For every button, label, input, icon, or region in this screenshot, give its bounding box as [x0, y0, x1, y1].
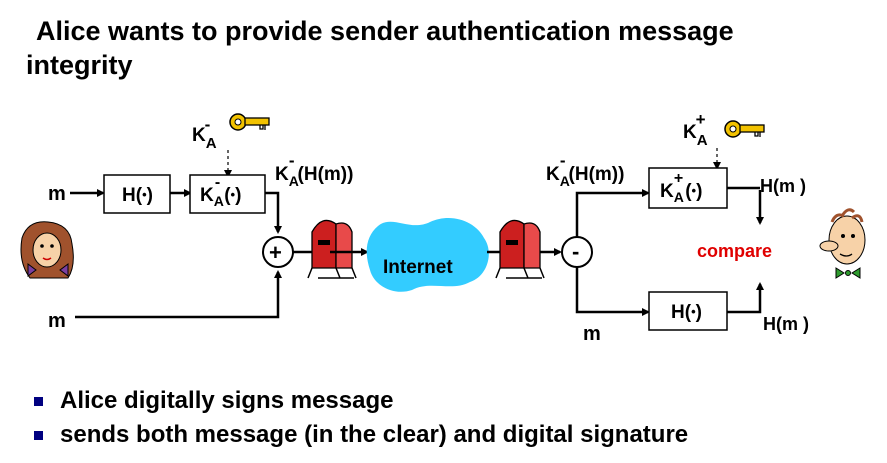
- bullet-item: Alice digitally signs message: [34, 386, 688, 420]
- slide-title: Alice wants to provide sender authentica…: [26, 14, 734, 82]
- hash-output-top: H(m ): [760, 176, 806, 196]
- bullet-text: Alice digitally signs message: [60, 387, 394, 414]
- message-m-bob: m: [583, 323, 601, 345]
- mailbox-receive-icon: [495, 219, 545, 279]
- alice-icon: [20, 221, 74, 279]
- public-key-icon: [724, 120, 765, 138]
- bullet-square-icon: [34, 397, 43, 406]
- bottom-to-compare-arrow: [727, 282, 764, 314]
- bob-icon: [819, 208, 866, 279]
- internet-cloud: [366, 217, 489, 292]
- minus-to-hash-arrow: [575, 267, 650, 316]
- compare-label: compare: [697, 241, 772, 261]
- verify-box-label: KA+(•): [660, 170, 702, 205]
- signed-hash-label-bob: KA-(H(m)): [546, 151, 624, 189]
- message-m-top: m: [48, 183, 66, 205]
- signature-to-plus-arrow: [265, 191, 282, 234]
- key-icon: [229, 113, 270, 131]
- bullet-text: sends both message (in the clear) and di…: [60, 421, 689, 448]
- hash-output-bottom: H(m ): [763, 314, 809, 334]
- sign-box: [189, 174, 266, 214]
- sign-box-label: KA-(•): [200, 174, 241, 209]
- hash-box-label: H(•): [122, 185, 153, 206]
- title-line-2: integrity: [26, 50, 133, 80]
- title-line-1: Alice wants to provide sender authentica…: [36, 16, 734, 46]
- message-m-bottom: m: [48, 310, 66, 332]
- bullet-square-icon: [34, 431, 43, 440]
- verify-box: [648, 167, 728, 209]
- signed-hash-label-alice: KA-(H(m)): [275, 151, 353, 189]
- plus-operator-label: +: [269, 240, 282, 265]
- internet-label: Internet: [383, 257, 453, 278]
- minus-operator-label: -: [572, 239, 579, 264]
- bullet-list: Alice digitally signs message sends both…: [34, 386, 689, 454]
- m-to-plus-arrow: [75, 270, 282, 319]
- minus-to-verify-arrow: [575, 189, 650, 237]
- bullet-item: sends both message (in the clear) and di…: [34, 420, 689, 454]
- public-key-label: KA+: [683, 110, 708, 149]
- private-key-label: KA-: [192, 115, 217, 152]
- hash-box-bob-label: H(•): [671, 302, 702, 323]
- mailbox-send-icon: [307, 219, 357, 279]
